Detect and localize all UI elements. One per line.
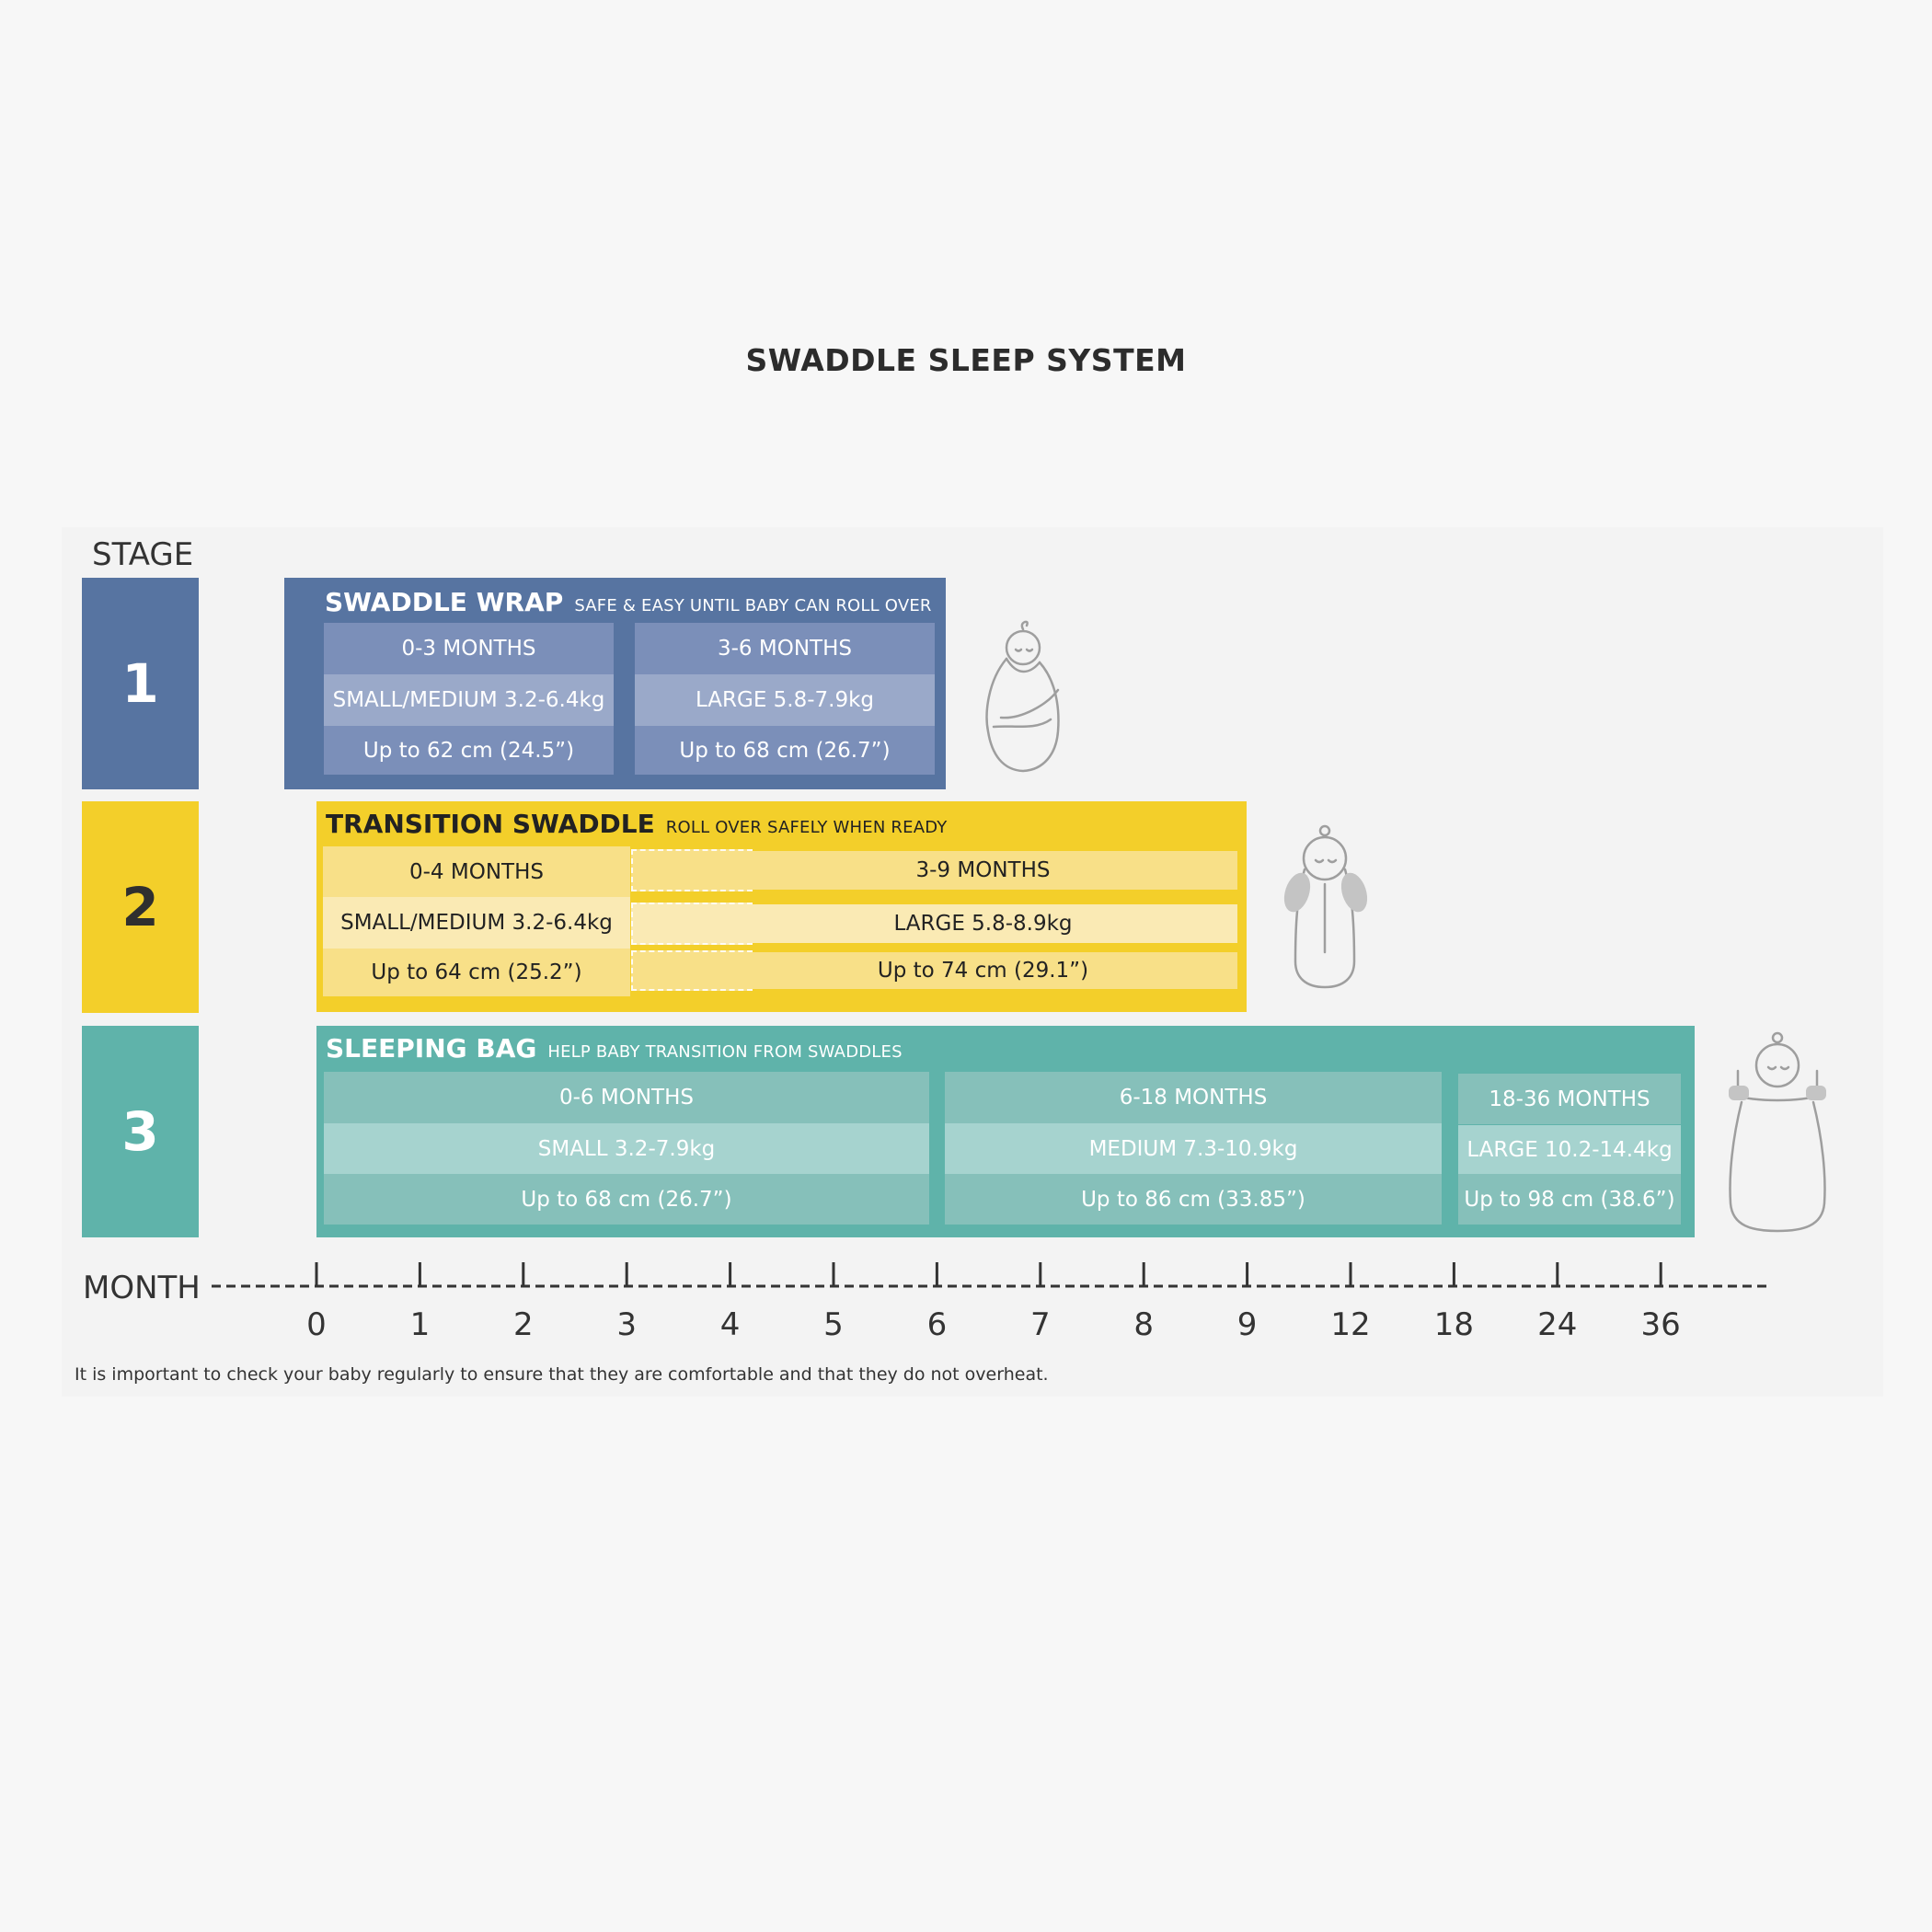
height-cell: Up to 86 cm (33.85”): [945, 1174, 1442, 1225]
sleeping-bag-baby-icon: [1729, 1031, 1826, 1233]
stage-1-number: 1: [121, 652, 159, 715]
age-cell: 0-3 MONTHS: [324, 623, 614, 674]
weight-cell: LARGE 10.2-14.4kg: [1458, 1125, 1681, 1174]
stage-3-box: 3: [82, 1026, 199, 1237]
overlap-region: [631, 950, 753, 991]
height-cell: Up to 68 cm (26.7”): [324, 1174, 929, 1225]
weight-cell: SMALL/MEDIUM 3.2-6.4kg: [323, 897, 630, 949]
band-name: SLEEPING BAG: [326, 1033, 537, 1064]
axis-tick-label: 12: [1330, 1306, 1371, 1343]
weight-cell: SMALL 3.2-7.9kg: [324, 1123, 929, 1174]
height-cell: Up to 68 cm (26.7”): [635, 726, 935, 775]
age-cell: 0-4 MONTHS: [323, 846, 630, 897]
axis-tick-label: 7: [1029, 1306, 1051, 1343]
axis-tick-label: 5: [823, 1306, 844, 1343]
axis-tick-label: 8: [1133, 1306, 1154, 1343]
age-cell: 0-6 MONTHS: [324, 1072, 929, 1123]
band-name: SWADDLE WRAP: [325, 587, 564, 617]
band-name: TRANSITION SWADDLE: [326, 809, 655, 839]
axis-tick-label: 4: [719, 1306, 741, 1343]
axis-tick-label: 9: [1236, 1306, 1258, 1343]
transition-swaddle-baby-icon: [1283, 824, 1368, 989]
weight-cell: MEDIUM 7.3-10.9kg: [945, 1123, 1442, 1174]
axis-tick-label: 2: [512, 1306, 534, 1343]
band-tagline: SAFE & EASY UNTIL BABY CAN ROLL OVER: [574, 596, 932, 615]
page-title: SWADDLE SLEEP SYSTEM: [745, 342, 1187, 378]
axis-label: MONTH: [83, 1270, 201, 1306]
weight-cell: SMALL/MEDIUM 3.2-6.4kg: [324, 674, 614, 726]
axis-tick-label: 36: [1640, 1306, 1681, 1343]
age-cell: 6-18 MONTHS: [945, 1072, 1442, 1123]
stage-heading: STAGE: [92, 536, 194, 573]
axis-tick-label: 18: [1433, 1306, 1475, 1343]
axis-tick-label: 3: [616, 1306, 637, 1343]
overlap-region: [631, 903, 753, 945]
axis-tick-label: 1: [409, 1306, 431, 1343]
footnote: It is important to check your baby regul…: [75, 1364, 1049, 1385]
height-cell: Up to 98 cm (38.6”): [1458, 1174, 1681, 1225]
height-cell: Up to 64 cm (25.2”): [323, 949, 630, 996]
axis-tick-label: 0: [306, 1306, 327, 1343]
stage-3-number: 3: [121, 1100, 159, 1163]
stage-1-box: 1: [82, 578, 199, 789]
transition-swaddle-band: TRANSITION SWADDLE ROLL OVER SAFELY WHEN…: [316, 801, 1247, 1012]
height-cell: Up to 62 cm (24.5”): [324, 726, 614, 775]
swaddle-wrap-band: SWADDLE WRAP SAFE & EASY UNTIL BABY CAN …: [284, 578, 946, 789]
band-tagline: HELP BABY TRANSITION FROM SWADDLES: [547, 1042, 903, 1062]
band-title: TRANSITION SWADDLE ROLL OVER SAFELY WHEN…: [326, 809, 948, 839]
swaddle-wrap-baby-icon: [985, 620, 1060, 773]
weight-cell: LARGE 5.8-7.9kg: [635, 674, 935, 726]
month-axis: [212, 1262, 1771, 1288]
overlap-region: [631, 849, 753, 891]
age-cell: 3-6 MONTHS: [635, 623, 935, 674]
stage-2-box: 2: [82, 801, 199, 1013]
band-title: SWADDLE WRAP SAFE & EASY UNTIL BABY CAN …: [325, 587, 932, 617]
axis-tick-label: 24: [1537, 1306, 1578, 1343]
height-cell: Up to 74 cm (29.1”): [729, 952, 1237, 989]
weight-cell: LARGE 5.8-8.9kg: [729, 904, 1237, 943]
age-cell: 3-9 MONTHS: [729, 851, 1237, 890]
sleeping-bag-band: SLEEPING BAG HELP BABY TRANSITION FROM S…: [316, 1026, 1695, 1237]
axis-tick-label: 6: [926, 1306, 948, 1343]
age-cell: 18-36 MONTHS: [1458, 1074, 1681, 1124]
stage-2-number: 2: [121, 876, 159, 938]
band-title: SLEEPING BAG HELP BABY TRANSITION FROM S…: [326, 1033, 903, 1064]
band-tagline: ROLL OVER SAFELY WHEN READY: [665, 818, 948, 837]
